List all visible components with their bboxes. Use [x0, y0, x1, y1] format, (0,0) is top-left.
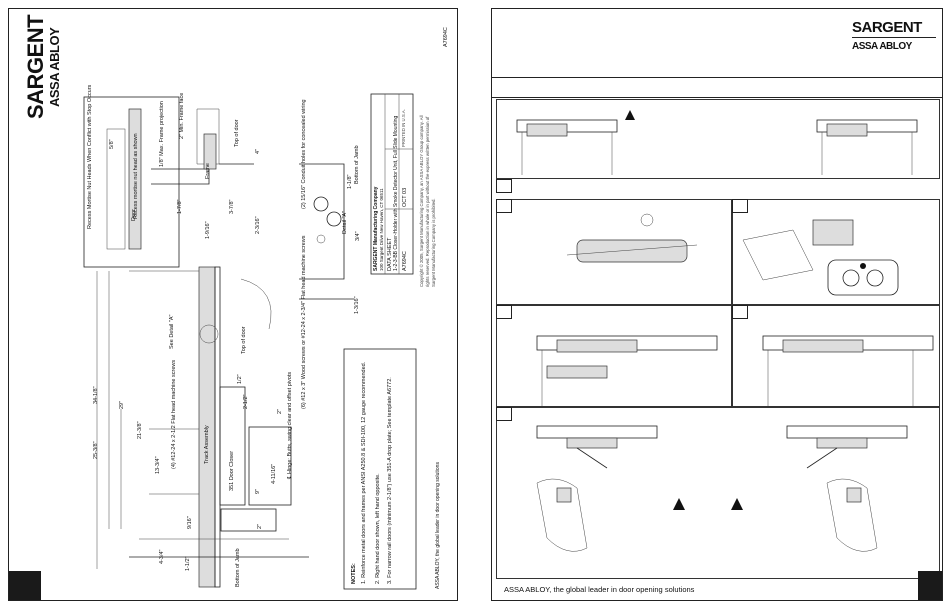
dim-1-3-16: 1-3/16"	[354, 296, 360, 314]
step-5-badge	[732, 305, 748, 319]
bottom-jamb-label: Bottom of Jamb	[354, 145, 360, 184]
doc-number: A7694C	[443, 27, 449, 47]
step-5-panel	[732, 305, 940, 407]
dim-9-16: 9/16"	[187, 516, 193, 529]
step-1-panel	[496, 99, 940, 179]
dim-5-8: 5/8"	[109, 139, 115, 149]
company-address: 100 Sargent Drive New Haven, CT 06511	[379, 188, 384, 271]
printed-in: PRINTED IN U.S.A.	[401, 109, 406, 147]
dim-1-9-16: 1-9/16"	[205, 221, 211, 239]
right-footer: ASSA ABLOY, the global leader in door op…	[504, 585, 695, 594]
assa-abloy-logo-right: ASSA ABLOY	[852, 41, 912, 52]
conduit-label: (2) 15/16" Conduit holes for concealed w…	[301, 99, 307, 209]
step-6-panel	[496, 407, 940, 579]
dim-3-4: 3/4"	[355, 231, 361, 241]
copyright-line-2: rights reserved. Reproduction in whole o…	[425, 116, 430, 287]
recess-note: Recess Mortise Nut Heads When Conflict w…	[87, 84, 93, 229]
template-sheet: SARGENT ASSA ABLOY A7694C Copyright © 20…	[8, 8, 458, 601]
dim-4-11: 4-11/16"	[271, 463, 277, 484]
dim-1-1-2: 1-1/2"	[185, 556, 191, 572]
note-2: 2. Right hand door shown, left hand oppo…	[375, 473, 381, 584]
dim-2-b: 2"	[257, 523, 263, 529]
corner-mark	[9, 571, 41, 600]
corner-mark-right	[918, 571, 942, 600]
min-frame-face-label: 2" Min. Frame face	[179, 92, 185, 139]
step-2-badge	[496, 199, 512, 213]
date-code: OCT 03	[402, 187, 408, 207]
dim-1-7-8: 1-7/8"	[177, 199, 183, 215]
dim-29: 29"	[119, 400, 125, 409]
see-detail-label: See Detail "A"	[169, 314, 175, 349]
copyright-line-1: Copyright © 2005, Sargent Manufacturing …	[419, 115, 424, 287]
step-3-badge	[732, 199, 748, 213]
note-3: 3. For narrow rail doors (minimum 2-1/8"…	[387, 377, 393, 584]
dim-2-1-2: 2-1/2"	[243, 394, 249, 410]
bottom-jamb-label-2: Bottom of Jamb	[235, 548, 241, 587]
recess-mortise-label: Recess mortise nut head as shown	[133, 133, 139, 219]
top-of-door-label-2: Top of door	[241, 326, 247, 354]
step-2-panel	[496, 199, 732, 305]
dim-21: 21-3/8"	[137, 421, 143, 439]
logo-rule	[852, 37, 936, 38]
dim-1-1-8: 1-1/8"	[347, 174, 353, 190]
dim-34: 34-1/8"	[93, 386, 99, 404]
assa-abloy-logo: ASSA ABLOY	[47, 27, 62, 107]
sargent-logo-right: SARGENT	[852, 19, 922, 36]
dim-4: 4"	[255, 148, 261, 154]
wood-screws-label: (6) #12 x 3" Wood screws or #12-24 x 2-3…	[301, 235, 307, 409]
dim-1-2: 1/2"	[237, 374, 243, 384]
track-assembly-label: Track Assembly	[204, 425, 210, 464]
frame-projection-label: 1/8" Max. Frame projection	[159, 101, 165, 167]
dim-25: 25-3/8"	[93, 441, 99, 459]
closer-label: 351 Door Closer	[229, 450, 235, 491]
part-code: A7694C	[402, 251, 408, 271]
step-4-badge	[496, 305, 512, 319]
step-4-panel	[496, 305, 732, 407]
dim-2: 2"	[277, 408, 283, 414]
top-of-door-label: Top of door	[234, 119, 240, 147]
template-drawing	[83, 93, 417, 590]
frame-label: Frame	[205, 163, 211, 179]
left-footer: ASSA ABLOY, the global leader in door op…	[435, 462, 441, 589]
sargent-logo: SARGENT	[23, 14, 48, 119]
dim-2-3-16: 2-3/16"	[255, 216, 261, 234]
dim-13: 13-3/4"	[155, 456, 161, 474]
machine-screws-label: (4) #12-24 x 2-1/2 Flat head machine scr…	[171, 359, 177, 469]
detail-a-label: Detail "A"	[342, 210, 348, 234]
notes-title: NOTES:	[351, 563, 357, 584]
dim-9: 9"	[255, 488, 261, 494]
product-title: 1-2-3-BB Closer-Holder with Smoke Detect…	[393, 115, 399, 271]
hinge-note: ℄ Hinge: Butts, swing clear and offset p…	[287, 371, 293, 479]
copyright-line-3: Sargent Manufacturing Company is prohibi…	[431, 198, 436, 287]
instruction-sheet: SARGENT ASSA ABLOY	[491, 8, 943, 601]
step-1-badge	[496, 179, 512, 193]
dim-4-3-4: 4-3/4"	[159, 549, 165, 565]
door-label: Door	[131, 209, 137, 221]
step-6-badge	[496, 407, 512, 421]
dim-3-7-8: 3-7/8"	[229, 199, 235, 215]
note-1: 1. Reinforce metal doors and frames per …	[361, 361, 367, 584]
step-3-panel	[732, 199, 940, 305]
